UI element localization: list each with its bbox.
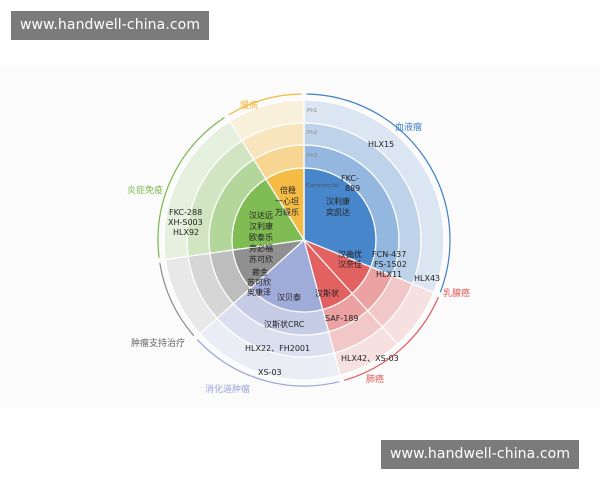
product-label: HLX15 [368, 140, 394, 149]
product-label: 汉奈佳 [338, 259, 362, 269]
watermark-top: www.handwell-china.com [11, 11, 210, 40]
product-label: 汉曲优 [338, 249, 362, 259]
product-label: 苏可欣 [249, 254, 273, 264]
product-label: 汉贝泰 [277, 292, 301, 302]
product-label: 汉达远 [249, 210, 273, 220]
category-label-zhong-liu-zhi-chi: 肿瘤支持治疗 [131, 337, 185, 349]
product-label: HLX22、FH2001 [245, 344, 310, 353]
sector-zhi-chi-rim-arc [159, 262, 195, 337]
sector-divider [303, 239, 399, 345]
product-label: 汉斯状CRC [264, 319, 305, 329]
product-label: XS-03 [258, 368, 282, 377]
product-label: HLX42、XS-03 [341, 354, 399, 363]
product-label: 汉利康 [326, 196, 350, 206]
product-label: XH-S003 [168, 218, 203, 227]
product-label: 赖金 [252, 267, 268, 277]
product-label: 一心坦 [275, 197, 299, 206]
category-label-xiao-hua-dao: 消化道肿瘤 [205, 383, 250, 395]
product-label: 万缇乐 [275, 207, 299, 217]
product-label: 汉斯状 [315, 288, 339, 298]
product-label: 倍稳 [280, 185, 296, 195]
product-label: SAF-189 [325, 314, 358, 323]
product-label: HLX11 [376, 270, 402, 279]
outer-arcs-layer [157, 93, 451, 387]
product-label: 旁必福 [249, 243, 273, 253]
ring-label-ph2: Ph2 [307, 130, 317, 136]
sector-fei-ru-xian-rim-arc [344, 296, 439, 381]
product-label: 苏可欣 [247, 277, 271, 287]
sector-man-bing-rim-arc [228, 93, 302, 116]
product-label: 889 [345, 184, 360, 193]
category-label-fei-ai: 肺癌 [366, 373, 384, 385]
product-label: 汉利康 [249, 221, 273, 231]
product-label: 奥康泽 [247, 287, 271, 297]
product-label: FKC-288 [169, 208, 202, 217]
ring-label-ph1: Ph1 [307, 108, 317, 114]
sector-xiao-hua-dao-rim-arc [196, 339, 340, 387]
product-label: HLX92 [173, 228, 199, 237]
category-label-ru-xian-ai: 乳腺癌 [443, 287, 470, 299]
product-label: 奕凯达 [326, 207, 350, 217]
product-label: HLX43 [414, 274, 440, 283]
sector-xue-ye-liu-rim-arc [306, 93, 451, 293]
watermark-bottom: www.handwell-china.com [381, 440, 580, 469]
product-label: 欧泰乐 [249, 232, 273, 242]
ring-label-ph3: Ph3 [307, 153, 318, 159]
product-label: FS-1502 [374, 260, 407, 269]
product-label: FKC- [341, 174, 359, 183]
category-label-yan-zheng-mian-yi: 炎症免疫 [127, 184, 163, 196]
category-label-man-bing: 慢病 [240, 99, 258, 111]
sector-yan-zheng-rim-arc [157, 117, 225, 258]
ring-label-commercial: Commercial [306, 183, 339, 189]
category-label-xue-ye-liu: 血液瘤 [395, 121, 422, 133]
dividers-layer [303, 100, 399, 345]
product-label: FCN-437 [372, 250, 406, 259]
